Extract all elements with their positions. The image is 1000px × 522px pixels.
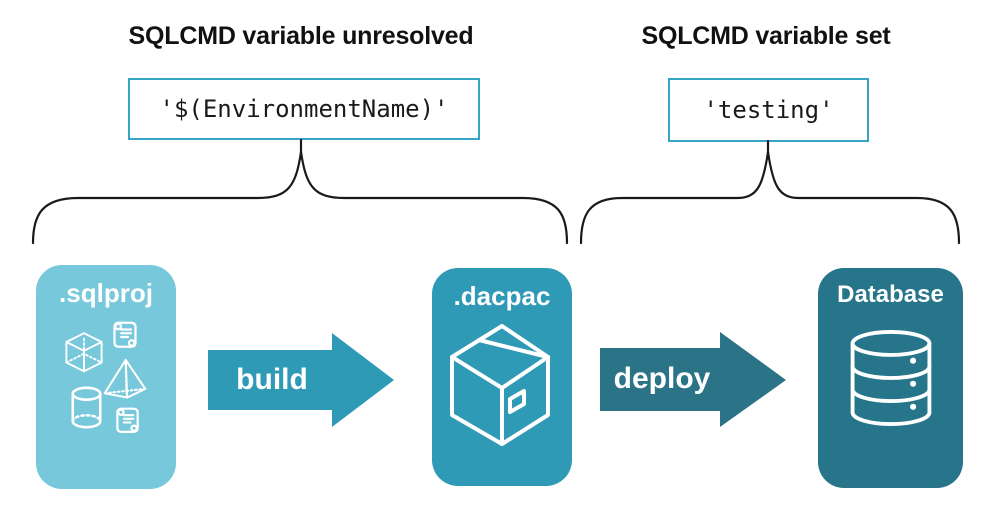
dacpac-card: .dacpac [432, 268, 572, 486]
deploy-label: deploy [613, 362, 711, 395]
sqlproj-card: .sqlproj [36, 265, 176, 489]
unresolved-variable-code: '$(EnvironmentName)' [159, 95, 449, 123]
build-label: build [236, 363, 308, 396]
set-heading: SQLCMD variable set [641, 22, 891, 50]
build-arrow [208, 333, 394, 427]
pyramid-icon [103, 358, 147, 399]
database-cylinder-icon [850, 330, 932, 426]
cube-icon [65, 332, 103, 373]
scroll-icon [113, 321, 137, 348]
right-brace [579, 151, 961, 245]
deploy-arrow-shape [600, 332, 786, 427]
unresolved-variable-box: '$(EnvironmentName)' [128, 78, 480, 140]
unresolved-heading: SQLCMD variable unresolved [128, 22, 474, 50]
dacpac-label: .dacpac [453, 281, 551, 311]
scroll-icon [116, 407, 139, 433]
set-variable-box: 'testing' [668, 78, 869, 142]
sqlproj-label: .sqlproj [59, 278, 153, 308]
package-box-icon [450, 324, 550, 446]
database-label: Database [837, 281, 944, 308]
set-variable-code: 'testing' [703, 96, 834, 124]
left-brace [31, 151, 569, 245]
build-arrow-shape [208, 333, 394, 427]
deploy-arrow [600, 332, 786, 427]
database-card: Database [818, 268, 963, 488]
cylinder-icon [71, 386, 102, 429]
